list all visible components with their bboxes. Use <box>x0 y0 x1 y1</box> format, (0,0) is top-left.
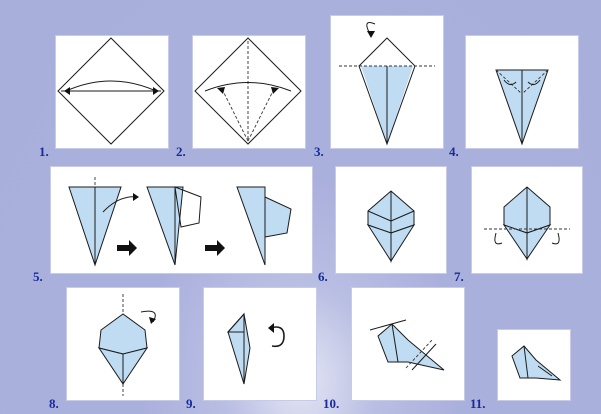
step-5-panel <box>51 167 312 273</box>
step-8-panel <box>67 288 179 400</box>
step-6-label: 6. <box>318 269 328 284</box>
step-10-panel <box>352 288 464 400</box>
step-7-diagram <box>484 186 570 261</box>
step-1-label: 1. <box>39 144 49 159</box>
step-3-diagram <box>339 22 435 146</box>
step-3-panel <box>331 16 443 148</box>
step-5-diagram <box>68 177 292 267</box>
step-1-panel <box>56 36 168 148</box>
step-11-diagram <box>511 345 562 381</box>
step-10-diagram <box>369 319 445 371</box>
step-1-diagram <box>57 37 165 145</box>
step-2-label: 2. <box>176 144 186 159</box>
step-4-panel <box>466 36 578 148</box>
step-8-label: 8. <box>49 396 59 411</box>
step-3-label: 3. <box>314 144 324 159</box>
step-6-panel <box>336 167 446 273</box>
step-7-panel <box>472 167 582 273</box>
step-9-diagram <box>226 312 285 385</box>
step-6-diagram <box>366 190 416 263</box>
step-2-panel <box>193 36 305 148</box>
step-9-label: 9. <box>186 396 196 411</box>
step-10-label: 10. <box>323 396 340 411</box>
step-2-diagram <box>194 37 302 145</box>
step-4-label: 4. <box>449 144 459 159</box>
step-11-label: 11. <box>470 396 486 411</box>
step-8-diagram <box>97 294 156 396</box>
step-5-label: 5. <box>33 269 43 284</box>
step-7-label: 7. <box>454 269 464 284</box>
step-9-panel <box>204 288 316 400</box>
step-4-diagram <box>495 69 549 146</box>
step-11-panel <box>498 330 570 400</box>
